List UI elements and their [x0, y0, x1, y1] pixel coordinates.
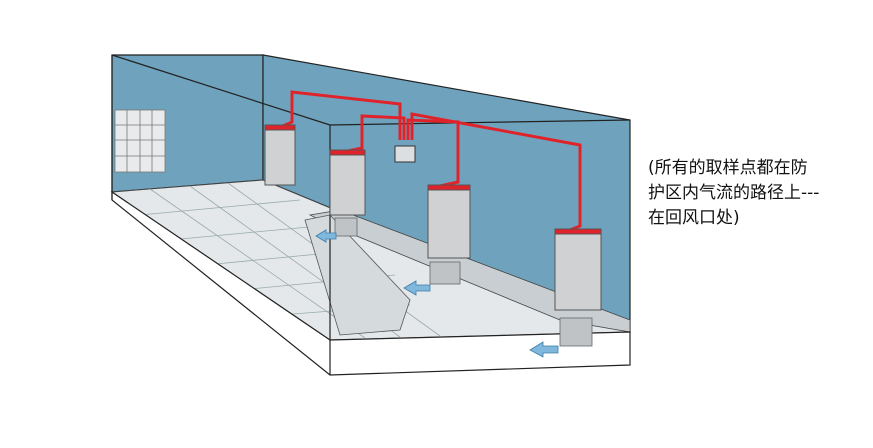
caption: (所有的取样点都在防 护区内气流的路径上--- 在回风口处)	[648, 156, 828, 231]
storage-lockers	[114, 109, 166, 173]
caption-line: 护区内气流的路径上---	[648, 183, 820, 203]
crac-unit-4	[554, 231, 602, 311]
crac-units	[264, 124, 602, 311]
caption-line: 在回风口处)	[648, 208, 740, 228]
airflow-arrow-icon	[403, 280, 431, 296]
airflow-arrow-icon	[529, 341, 559, 358]
crac-unit-3	[427, 187, 471, 259]
crac-unit-2	[329, 152, 366, 216]
sampling-pipes	[277, 90, 582, 232]
floor-cutout	[304, 214, 411, 336]
return-vents	[334, 217, 593, 347]
airflow-arrow-icon	[315, 229, 337, 243]
aspirating-detector	[394, 145, 416, 163]
crac-unit-1	[264, 127, 296, 186]
caption-line: (所有的取样点都在防	[648, 158, 808, 178]
airflow-arrows	[315, 229, 559, 358]
